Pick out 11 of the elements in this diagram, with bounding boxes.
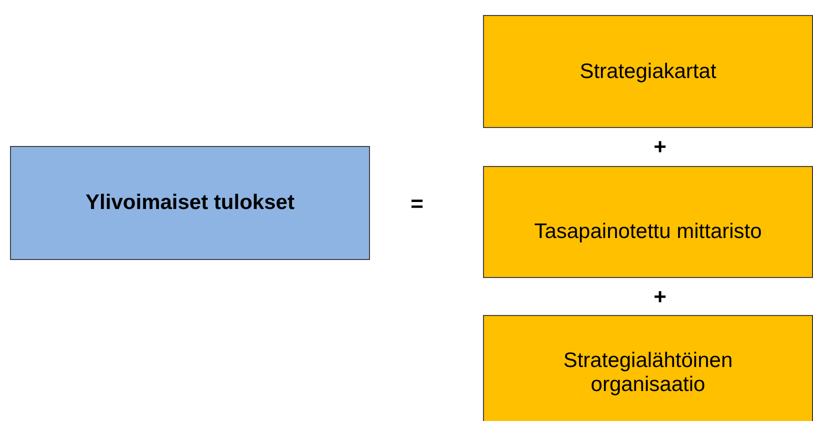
text-box	[10, 146, 370, 260]
box-label: Tasapainotettu mittaristo	[534, 220, 762, 244]
box-label: Strategiakartat	[580, 60, 716, 84]
box-label: Ylivoimaiset tulokset	[86, 191, 294, 215]
text-box	[483, 166, 813, 278]
text-box	[483, 315, 813, 421]
operator-symbol: +	[654, 284, 666, 310]
operator-symbol: =	[410, 191, 424, 217]
box-label: Strategialähtöinen organisaatio	[562, 349, 734, 397]
text-box	[483, 15, 813, 128]
operator-symbol: +	[654, 134, 666, 160]
